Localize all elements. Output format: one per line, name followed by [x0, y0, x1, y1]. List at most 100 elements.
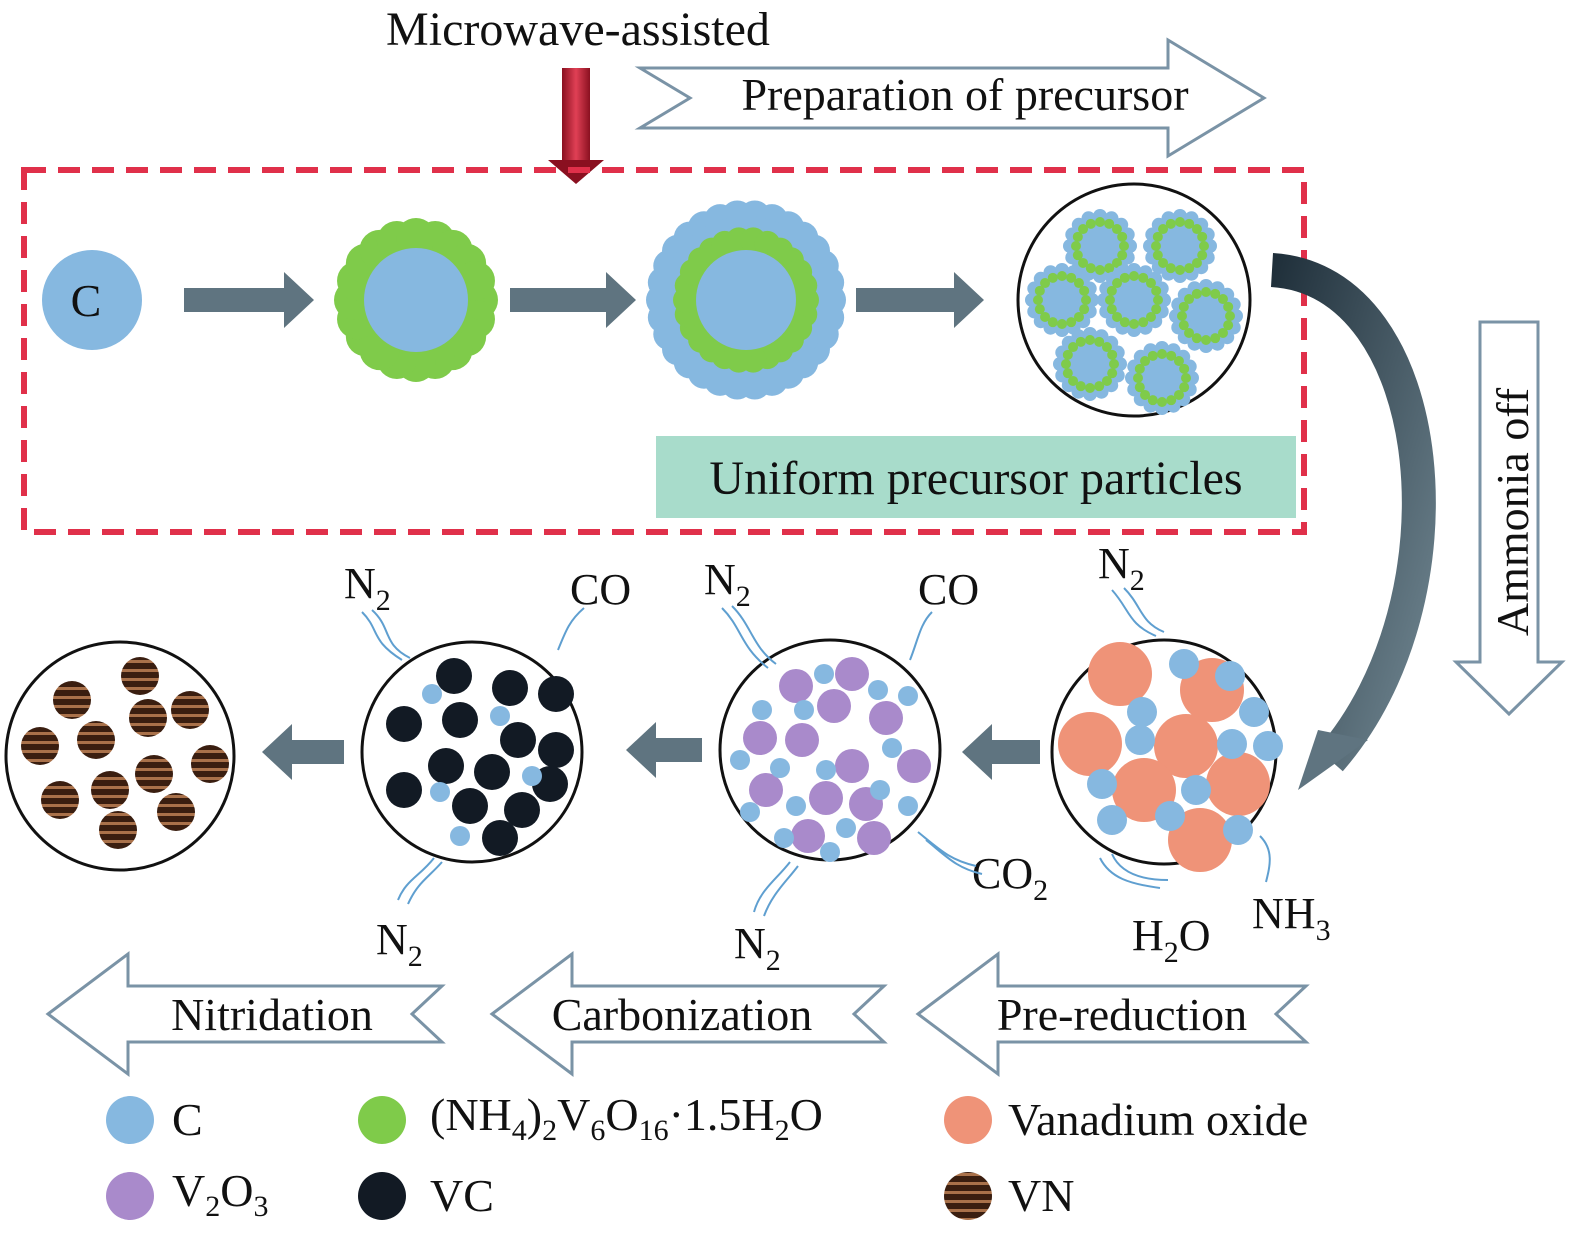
co-outlet-label-2: CO: [918, 565, 979, 614]
undefined: [1138, 272, 1149, 283]
undefined: [1134, 382, 1145, 393]
undefined: [1094, 336, 1105, 347]
preparation-arrow: Preparation of precursor: [634, 37, 1267, 159]
undefined: [1085, 383, 1095, 393]
carbon-particle: [1223, 815, 1253, 845]
carbon-particle: [1169, 649, 1199, 679]
undefined: [1173, 356, 1184, 367]
undefined: [1178, 320, 1189, 331]
undefined: [1191, 224, 1202, 235]
undefined: [1145, 311, 1156, 322]
precursor-stages: C: [42, 182, 1252, 418]
undefined: [1111, 257, 1122, 268]
undefined: [1179, 363, 1190, 374]
undefined: [1151, 241, 1161, 251]
nvo-grain: [791, 272, 818, 299]
undefined: [1079, 285, 1090, 296]
carbon-particle: [1239, 697, 1269, 727]
prereduction-arrow: Pre-reduction: [915, 951, 1310, 1077]
nh3-outlet-label: NH3: [1252, 889, 1331, 947]
legend-label-nvo: (NH4)2V6O16·1.5H2O: [430, 1089, 823, 1147]
carbon-particle: [430, 782, 450, 802]
reaction-stages: [4, 638, 1283, 872]
undefined: [1147, 350, 1158, 361]
undefined: [1152, 231, 1163, 242]
undefined: [1145, 278, 1156, 289]
undefined: [1157, 397, 1167, 407]
carbon-particle: [1181, 775, 1211, 805]
vc-particle: [436, 658, 472, 694]
preparation-label: Preparation of precursor: [741, 69, 1188, 120]
undefined: [1184, 327, 1195, 338]
vc-particle: [482, 820, 518, 856]
vc-particle: [386, 706, 422, 742]
undefined: [1057, 319, 1067, 329]
v2o3-particle: [835, 657, 869, 691]
undefined: [1073, 311, 1084, 322]
undefined: [1072, 250, 1083, 261]
n2-flow-line-1: [361, 611, 403, 661]
legend-label-vox: Vanadium oxide: [1008, 1094, 1308, 1145]
undefined: [1166, 395, 1177, 406]
carbon-particle: [868, 680, 888, 700]
carbon-particle: [898, 686, 918, 706]
undefined: [1111, 224, 1122, 235]
undefined: [1223, 320, 1234, 331]
legend-label-c: C: [172, 1094, 203, 1145]
carbon-particle: [422, 684, 442, 704]
legend-swatch-c: [106, 1096, 154, 1144]
undefined: [1095, 265, 1105, 275]
vn-particle: [129, 699, 167, 737]
microwave-arrow: [548, 68, 604, 184]
carbon-particle: [1215, 661, 1245, 691]
n2-flow-line-1b: [371, 609, 411, 659]
undefined: [1066, 317, 1077, 328]
vc-particle: [442, 702, 478, 738]
carbon-particle: [1125, 725, 1155, 755]
carbon-particle: [522, 766, 542, 786]
undefined: [1040, 278, 1051, 289]
undefined: [1117, 231, 1128, 242]
undefined: [1165, 218, 1176, 229]
nh3-flow-line: [1259, 835, 1271, 883]
vn-particle: [157, 793, 195, 831]
stage-carbonization: [718, 638, 942, 862]
nitridation-arrow: Nitridation: [45, 951, 446, 1077]
undefined: [1184, 263, 1195, 274]
undefined: [1147, 395, 1158, 406]
undefined: [1184, 294, 1195, 305]
legend-swatch-v2o3: [106, 1172, 154, 1220]
legend-swatch-vc: [358, 1172, 406, 1220]
v2o3-particle: [857, 821, 891, 855]
precursor-particle: [1125, 341, 1199, 415]
vn-particle: [191, 745, 229, 783]
undefined: [1079, 304, 1090, 315]
n2-inlet-label-1: N2: [344, 559, 391, 617]
stage-carbon-core: C: [42, 250, 142, 350]
legend-swatch-vox: [944, 1096, 992, 1144]
carbonization-label: Carbonization: [552, 989, 813, 1040]
carbon-particle: [770, 758, 790, 778]
v2o3-particle: [743, 721, 777, 755]
undefined: [1199, 241, 1209, 251]
undefined: [1106, 285, 1117, 296]
precursor-particle: [1025, 263, 1099, 337]
precursor-particle: [1053, 327, 1127, 401]
legend-label-vc: VC: [430, 1170, 494, 1221]
n2-flow-line-5: [753, 861, 791, 913]
undefined: [1047, 317, 1058, 328]
v2o3-particle: [817, 689, 851, 723]
undefined: [1210, 288, 1221, 299]
vn-particle: [121, 657, 159, 695]
vc-particle: [386, 772, 422, 808]
undefined: [1075, 336, 1086, 347]
h2o-flow-line-b: [1111, 853, 1169, 881]
n2-flow-line-2: [721, 607, 769, 669]
undefined: [1081, 295, 1091, 305]
undefined: [1175, 265, 1185, 275]
vn-particle: [53, 681, 91, 719]
undefined: [1140, 389, 1151, 400]
carbon-core-label: C: [71, 275, 102, 326]
stage-prereduction: [1050, 638, 1283, 872]
